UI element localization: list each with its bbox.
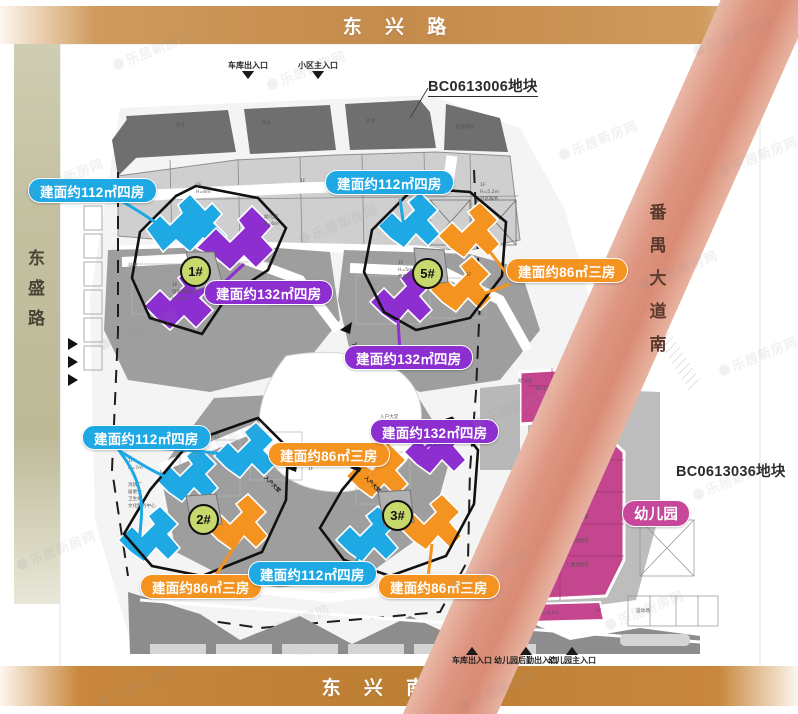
road-label-north: 东 兴 路 [0, 6, 798, 44]
svg-text:1F: 1F [480, 182, 486, 188]
building-badge-5[interactable]: 5# [412, 258, 443, 289]
callout-kindergarten[interactable]: 幼儿园 [622, 500, 691, 527]
svg-text:变电站: 变电站 [398, 273, 412, 280]
callout-unit-112-d[interactable]: 建面约112㎡四房 [248, 561, 377, 586]
svg-text:幼儿园: 幼儿园 [264, 213, 278, 220]
plot-code-north: BC0613006地块 [428, 79, 538, 97]
callout-unit-112-c[interactable]: 建面约112㎡四房 [82, 425, 211, 450]
road-label-south: 东 兴 南 路 [0, 666, 798, 706]
callout-unit-86-a[interactable]: 建面约86㎡三房 [506, 258, 628, 283]
svg-text:1F: 1F [196, 182, 202, 188]
building-badge-2[interactable]: 2# [188, 504, 219, 535]
entrance-arrow-icon [566, 647, 578, 655]
svg-text:1F: 1F [596, 608, 602, 614]
entrance-marker-garage-south: 车库出入口 [452, 647, 492, 666]
svg-text:儿童活动室: 儿童活动室 [566, 561, 589, 568]
entrance-marker-kindergarten-main: 幼儿园主入口 [548, 647, 596, 666]
svg-text:公厕: 公厕 [128, 262, 138, 268]
svg-text:1F: 1F [300, 178, 306, 184]
svg-text:幼儿园: 幼儿园 [518, 377, 532, 384]
svg-text:卫生站: 卫生站 [128, 495, 142, 502]
callout-unit-112-a[interactable]: 建面约112㎡四房 [28, 178, 157, 203]
svg-text:1F: 1F [230, 262, 236, 268]
svg-text:社区服务: 社区服务 [480, 195, 499, 202]
svg-text:配套用房: 配套用房 [456, 123, 475, 130]
building-badge-3[interactable]: 3# [382, 500, 413, 531]
road-band-west: 东 盛 路 [14, 44, 60, 604]
entrance-arrow-icon [520, 647, 532, 655]
entrance-marker-garage-north: 车库出入口 [228, 60, 268, 79]
callout-unit-132-b[interactable]: 建面约132㎡四房 [344, 345, 474, 370]
callout-unit-132-c[interactable]: 建面约132㎡四房 [370, 419, 500, 444]
callout-unit-86-d[interactable]: 建面约86㎡三房 [378, 574, 500, 599]
svg-text:1F: 1F [172, 282, 178, 288]
road-label-west: 东 盛 路 [28, 249, 46, 328]
svg-text:1F: 1F [466, 272, 472, 278]
svg-text:消防厂: 消防厂 [128, 481, 142, 488]
callout-unit-86-c[interactable]: 建面约86㎡三房 [140, 574, 262, 599]
callout-unit-132-a[interactable]: 建面约132㎡四房 [204, 280, 334, 305]
svg-text:居委会: 居委会 [128, 488, 142, 495]
entrance-arrow-icon [312, 71, 324, 79]
svg-text:商业: 商业 [176, 121, 186, 128]
entrance-marker-main: 小区主入口 [298, 60, 338, 79]
svg-text:H=4.5m: H=4.5m [540, 610, 560, 616]
entrance-arrow-icon [242, 71, 254, 79]
svg-text:垃圾收集站: 垃圾收集站 [172, 288, 195, 295]
svg-text:1F: 1F [308, 466, 314, 472]
svg-text:H=4m: H=4m [172, 296, 187, 302]
svg-text:H=6m: H=6m [264, 221, 279, 227]
callout-unit-86-b[interactable]: 建面约86㎡三房 [268, 442, 390, 467]
entrance-arrow-icon [466, 647, 478, 655]
callout-unit-112-b[interactable]: 建面约112㎡四房 [325, 170, 454, 195]
svg-text:文化服务中心: 文化服务中心 [128, 502, 156, 509]
road-label-east-avenue: 番 禺 大 道 南 [649, 203, 667, 354]
svg-text:商业: 商业 [262, 119, 272, 126]
svg-text:儿童活动室: 儿童活动室 [566, 537, 589, 544]
svg-text:H=5m: H=5m [398, 267, 413, 273]
entrance-marker-kindergarten-service: 幼儿园后勤出入口 [494, 647, 558, 666]
svg-text:1F: 1F [398, 260, 404, 266]
svg-text:商业: 商业 [366, 117, 376, 124]
svg-text:1F: 1F [128, 458, 134, 464]
svg-text:运动场: 运动场 [636, 607, 650, 614]
svg-text:入户大堂: 入户大堂 [380, 413, 399, 420]
svg-text:H=5.2m: H=5.2m [480, 189, 500, 195]
svg-text:H=7m: H=7m [128, 465, 143, 471]
building-badge-1[interactable]: 1# [180, 256, 211, 287]
plot-code-south: BC0613036地块 [676, 464, 786, 480]
svg-text:H=6m: H=6m [196, 189, 211, 195]
